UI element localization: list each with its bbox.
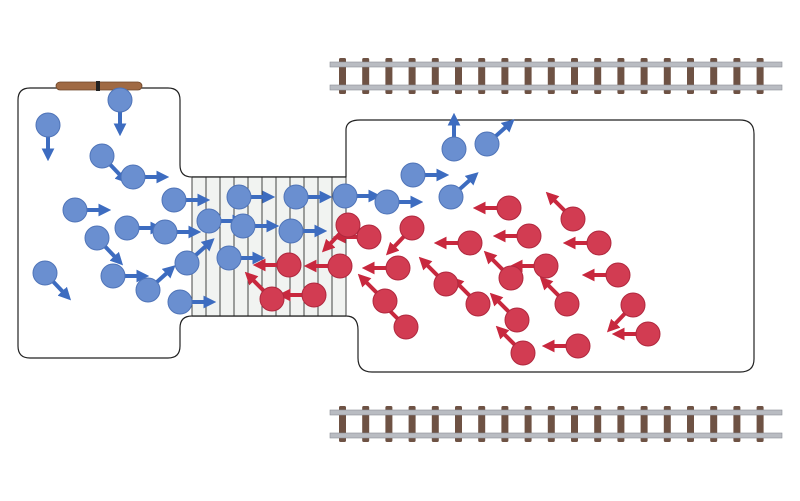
red-person	[457, 230, 483, 256]
blue-direction-arrow-icon	[102, 243, 124, 266]
rail	[329, 61, 783, 68]
blue-direction-arrow-icon	[193, 238, 215, 258]
bench	[55, 81, 143, 91]
red-person	[356, 224, 382, 250]
red-person	[385, 255, 411, 281]
red-direction-arrow-icon	[539, 276, 562, 299]
red-direction-arrow-icon	[489, 292, 512, 315]
red-person	[620, 292, 646, 318]
red-direction-arrow-icon	[385, 233, 407, 256]
red-person	[510, 340, 536, 366]
blue-direction-arrow-icon	[50, 278, 72, 301]
railway-tracks	[329, 58, 783, 442]
red-direction-arrow-icon	[321, 230, 343, 253]
red-direction-arrow-icon	[483, 250, 506, 273]
blue-person	[167, 289, 193, 315]
blue-person	[196, 208, 222, 234]
blue-person	[62, 197, 88, 223]
blue-person	[332, 183, 358, 209]
rail	[329, 432, 783, 439]
blue-person	[441, 136, 467, 162]
blue-person	[84, 225, 110, 251]
red-person	[399, 215, 425, 241]
red-person	[565, 333, 591, 359]
blue-person	[438, 184, 464, 210]
blue-person	[174, 250, 200, 276]
red-person	[259, 286, 285, 312]
blue-person	[135, 277, 161, 303]
red-person	[433, 271, 459, 297]
red-person	[393, 314, 419, 340]
blue-person	[152, 219, 178, 245]
blue-direction-arrow-icon	[457, 172, 479, 192]
blue-person	[114, 215, 140, 241]
blue-direction-arrow-icon	[107, 161, 129, 184]
railway-track-2	[329, 406, 783, 442]
red-direction-arrow-icon	[606, 310, 628, 333]
red-direction-arrow-icon	[357, 273, 380, 296]
blue-person	[230, 213, 256, 239]
blue-person	[35, 112, 61, 138]
people	[32, 87, 661, 366]
blue-person	[120, 164, 146, 190]
red-direction-arrow-icon	[495, 325, 518, 348]
railway-track-1	[329, 58, 783, 94]
red-person	[635, 321, 661, 347]
red-person	[496, 195, 522, 221]
red-person	[498, 265, 524, 291]
red-direction-arrow-icon	[244, 271, 267, 294]
blue-person	[107, 87, 133, 113]
blue-person	[100, 263, 126, 289]
red-person	[504, 307, 530, 333]
blue-person	[226, 184, 252, 210]
blue-direction-arrow-icon	[154, 265, 176, 285]
blue-direction-arrow-icon	[493, 119, 515, 139]
crowd	[32, 87, 661, 366]
red-person	[554, 291, 580, 317]
red-person	[301, 282, 327, 308]
red-person	[327, 253, 353, 279]
rail	[329, 409, 783, 416]
red-person	[372, 288, 398, 314]
rail	[329, 84, 783, 91]
red-person	[276, 252, 302, 278]
red-person	[605, 262, 631, 288]
red-person	[560, 206, 586, 232]
blue-person	[400, 162, 426, 188]
blue-person	[161, 187, 187, 213]
red-person	[335, 212, 361, 238]
red-direction-arrow-icon	[545, 191, 568, 214]
blue-person	[374, 189, 400, 215]
red-person	[533, 253, 559, 279]
red-person	[516, 223, 542, 249]
red-person	[465, 291, 491, 317]
blue-person	[474, 131, 500, 157]
blue-person	[278, 218, 304, 244]
bench-support	[96, 81, 100, 91]
blue-person	[283, 184, 309, 210]
blue-person	[32, 260, 58, 286]
blue-person	[89, 143, 115, 169]
red-person	[586, 230, 612, 256]
blue-person	[216, 245, 242, 271]
red-direction-arrow-icon	[418, 256, 441, 279]
red-direction-arrow-icon	[450, 276, 473, 299]
